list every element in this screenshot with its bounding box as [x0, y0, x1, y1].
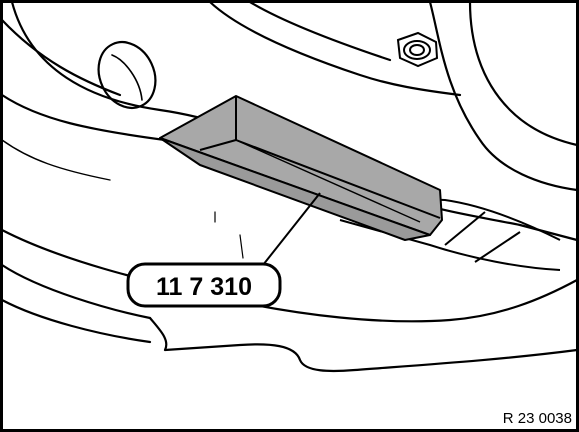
figure-reference-label: R 23 0038	[503, 410, 572, 427]
part-number-label: 11 7 310	[156, 273, 252, 301]
housing-outline	[0, 0, 579, 373]
highlighted-part	[159, 95, 443, 241]
bolt-icon	[396, 31, 439, 68]
leader-line	[262, 192, 321, 266]
part-callout: 11 7 310	[126, 262, 282, 308]
callout-box	[126, 262, 282, 308]
